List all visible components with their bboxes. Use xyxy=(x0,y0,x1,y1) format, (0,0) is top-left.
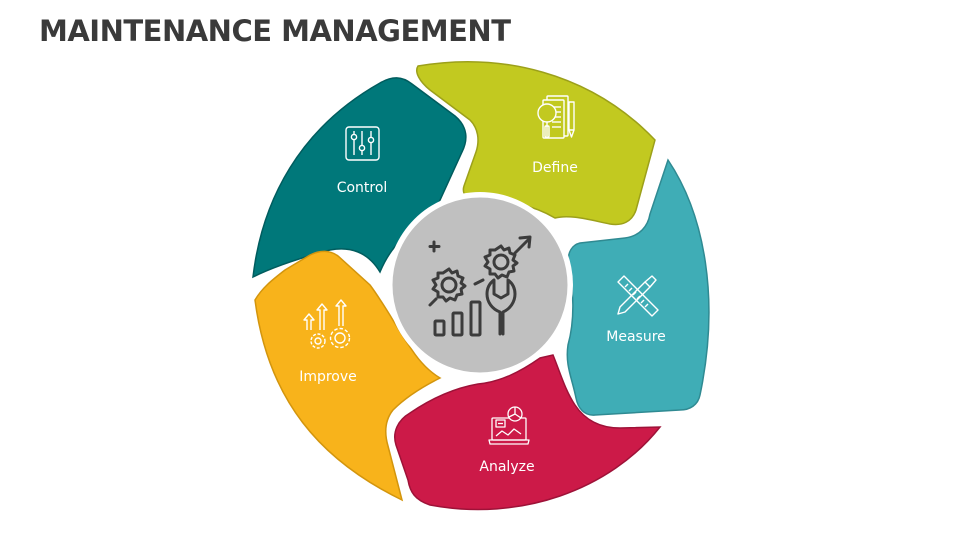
laptop-chart-icon xyxy=(488,406,530,445)
sliders-icon xyxy=(345,126,380,161)
segment-define[interactable] xyxy=(416,61,656,226)
measure-content: Measure xyxy=(606,275,666,345)
maintenance-gears-wrench-chart-icon xyxy=(428,235,532,337)
ruler-pencil-icon xyxy=(617,275,659,317)
segment-analyze[interactable] xyxy=(394,354,662,511)
center-hub xyxy=(387,192,573,378)
segment-label-measure: Measure xyxy=(606,329,666,345)
segment-label-control: Control xyxy=(337,180,388,196)
segment-label-improve: Improve xyxy=(299,369,357,385)
define-content: Define xyxy=(532,95,578,176)
segment-improve[interactable] xyxy=(254,250,442,502)
gears-arrows-up-icon xyxy=(303,299,351,349)
segment-label-analyze: Analyze xyxy=(479,459,534,475)
analyze-content: Analyze xyxy=(479,406,535,475)
segment-measure[interactable] xyxy=(566,158,710,416)
page-title: MAINTENANCE MANAGEMENT xyxy=(39,14,511,48)
segment-label-define: Define xyxy=(532,160,578,176)
improve-content: Improve xyxy=(299,299,357,385)
control-content: Control xyxy=(337,126,388,196)
document-magnifier-pencil-icon xyxy=(537,95,575,139)
